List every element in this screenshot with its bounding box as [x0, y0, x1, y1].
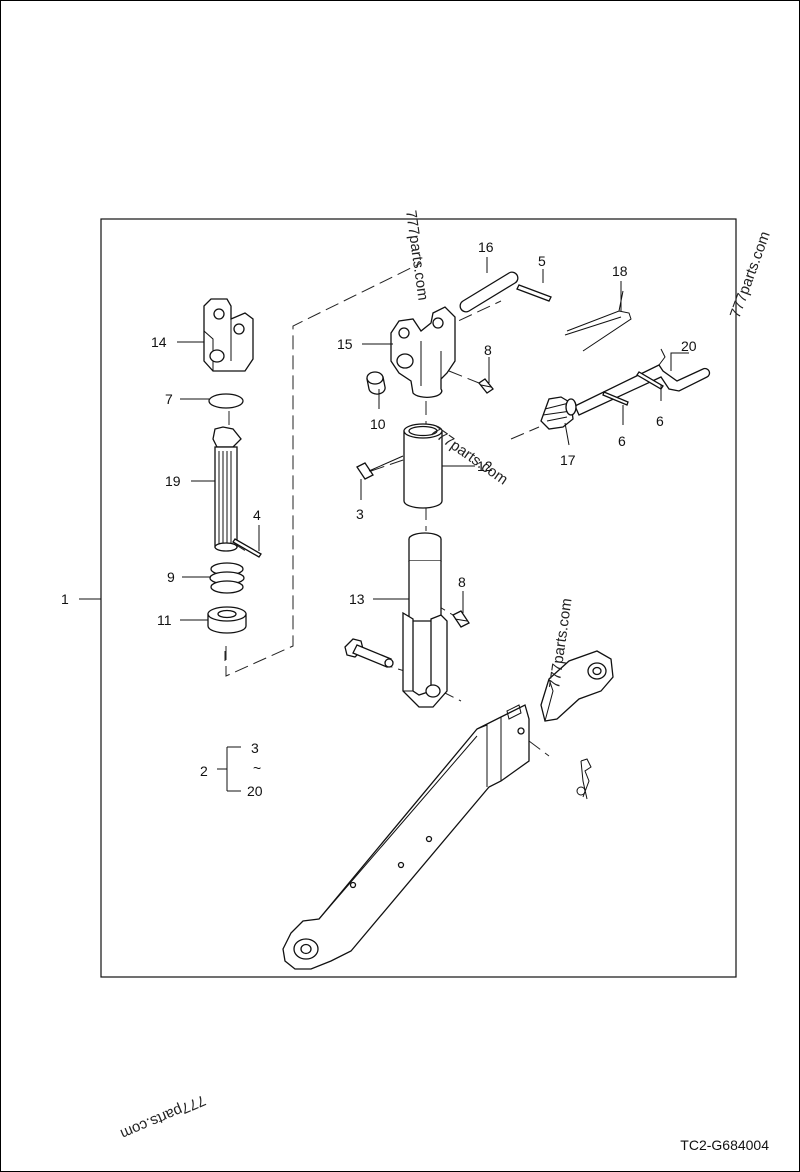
label-part-2: 2: [200, 763, 208, 779]
watermark-5: 777parts.com: [118, 1091, 208, 1142]
label-part-15: 15: [337, 336, 353, 352]
label-part-9: 9: [167, 569, 175, 585]
part-6-pin-b: [602, 391, 629, 406]
part-13-lift-rod: [402, 532, 448, 708]
part-9-spring: [209, 562, 245, 594]
end-fitting: [540, 650, 614, 722]
label-part-5: 5: [538, 253, 546, 269]
clevis-pin: [344, 638, 394, 668]
leader-lines: [79, 257, 689, 792]
label-part-16: 16: [478, 239, 494, 255]
part-5-small-pin: [516, 284, 552, 302]
figure-code: TC2-G684004: [680, 1137, 769, 1153]
label-part-1: 1: [61, 591, 69, 607]
label-part-11: 11: [157, 612, 172, 628]
part-20-handle-rod: [574, 348, 711, 416]
part-8-grease-fitting-upper: [478, 378, 494, 394]
label-part-8-lower: 8: [458, 574, 466, 590]
label-part-4: 4: [253, 507, 261, 523]
part-16-pin: [459, 271, 519, 313]
label-part-20: 20: [681, 338, 697, 354]
part-8-grease-fitting-lower: [452, 610, 470, 628]
watermark-1: 777parts.com: [402, 209, 431, 301]
label-part-18: 18: [612, 263, 628, 279]
kit-range-tilde: ~: [253, 760, 261, 776]
label-part-17: 17: [560, 452, 576, 468]
part-15-upper-yoke: [390, 306, 456, 398]
part-7-washer: [208, 393, 244, 409]
label-part-6-right: 6: [656, 413, 664, 429]
part-3-bolt: [356, 455, 404, 480]
part-14-yoke: [203, 298, 254, 372]
label-part-7: 7: [165, 391, 173, 407]
watermark-4: 777parts.com: [727, 229, 774, 320]
label-part-6-left: 6: [618, 433, 626, 449]
part-4-pin: [232, 538, 262, 558]
part-labels: 1 14 7 19 4 9 11 15 10 8 16 5 18 20 6 6 …: [61, 239, 697, 799]
label-part-19: 19: [165, 473, 181, 489]
part-12-tube: [403, 423, 443, 509]
label-part-3: 3: [356, 506, 364, 522]
lower-link-arm: [282, 704, 530, 970]
label-part-12: 12: [477, 458, 493, 474]
lynch-pin: [576, 758, 592, 800]
part-19-splined-shaft: [212, 426, 242, 552]
part-10-bushing: [366, 371, 386, 395]
label-part-14: 14: [151, 334, 167, 350]
label-part-10: 10: [370, 416, 386, 432]
kit-range-from: 3: [251, 740, 259, 756]
part-11-bushing: [207, 606, 247, 634]
label-part-8-upper: 8: [484, 342, 492, 358]
parts-frame: [100, 218, 737, 978]
part-17-gear: [540, 396, 577, 430]
label-part-13: 13: [349, 591, 365, 607]
kit-range-to: 20: [247, 783, 263, 799]
part-6-pin-a: [636, 371, 664, 390]
